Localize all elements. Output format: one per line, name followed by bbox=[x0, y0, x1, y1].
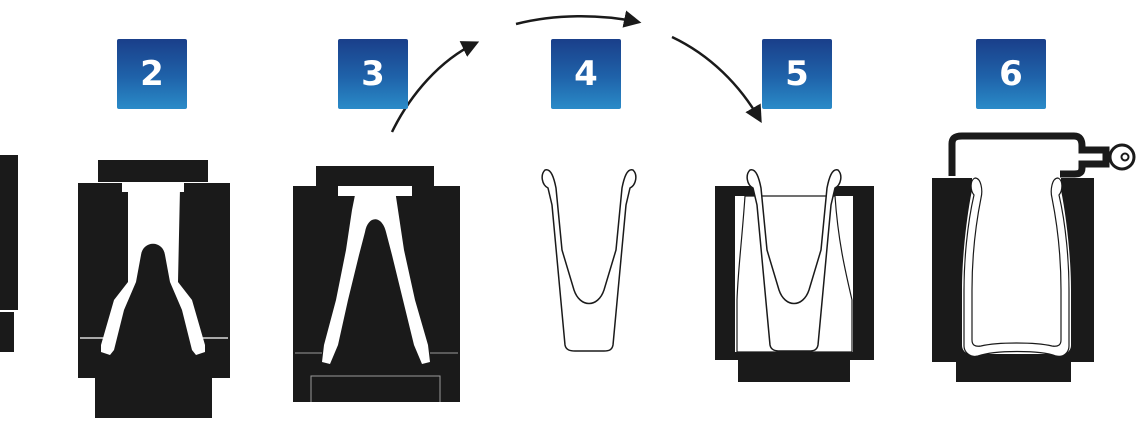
step-5-label: 5 bbox=[785, 54, 809, 94]
step-6-badge: 6 bbox=[976, 39, 1046, 109]
step-5-blow-mold bbox=[715, 170, 874, 382]
arrow-4-to-5 bbox=[672, 37, 760, 120]
step-5-badge: 5 bbox=[762, 39, 832, 109]
step-2-injection-mold bbox=[78, 160, 230, 418]
partial-mold-left-edge bbox=[0, 155, 18, 352]
step-4-badge: 4 bbox=[551, 39, 621, 109]
arrow-4-top bbox=[516, 16, 638, 24]
step-6-blown-bottle bbox=[932, 136, 1134, 382]
step-4-label: 4 bbox=[574, 54, 598, 94]
step-6-label: 6 bbox=[999, 54, 1023, 94]
step-2-label: 2 bbox=[140, 54, 164, 94]
air-pipe bbox=[952, 136, 1106, 176]
step-3-badge: 3 bbox=[338, 39, 408, 109]
step-3-label: 3 bbox=[361, 54, 385, 94]
step-3-conditioning-mold bbox=[293, 166, 460, 402]
step-4-preform bbox=[542, 170, 636, 351]
step-6-bottle bbox=[964, 178, 1069, 356]
step-2-badge: 2 bbox=[117, 39, 187, 109]
